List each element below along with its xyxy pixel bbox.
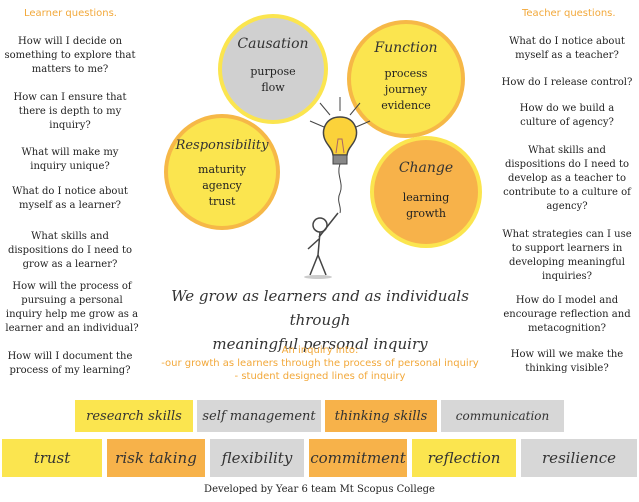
change-circle: Change learning growth	[370, 136, 482, 248]
tag-flexibility: flexibility	[210, 439, 304, 477]
function-line: process	[384, 67, 428, 80]
learner-question: What will make my inquiry unique?	[21, 147, 119, 172]
responsibility-circle: Responsibility maturity agency trust	[164, 114, 280, 230]
tag-communication: communication	[441, 400, 564, 432]
tag-reflection: reflection	[412, 439, 516, 477]
inquiry-line: -our growth as learners through the proc…	[161, 358, 479, 369]
teacher-questions-heading: Teacher questions.	[522, 8, 616, 19]
causation-title: Causation	[237, 36, 309, 52]
lightbulb-figure-illustration	[304, 97, 371, 279]
lightbulb-icon	[322, 116, 358, 156]
inquiry-line: An inquiry into:	[281, 345, 359, 356]
motto-line: meaningful personal inquiry	[212, 335, 428, 353]
responsibility-line: maturity	[198, 163, 246, 176]
tag-research-skills: research skills	[75, 400, 193, 432]
tag-risk-taking: risk taking	[107, 439, 205, 477]
responsibility-line: agency	[202, 179, 242, 192]
motto-line: We grow as learners and as individuals t…	[171, 287, 469, 329]
responsibility-title: Responsibility	[175, 138, 269, 153]
function-title: Function	[374, 40, 438, 56]
inquiry-statement: An inquiry into: -our growth as learners…	[140, 344, 500, 383]
causation-line: purpose	[250, 65, 296, 78]
teacher-question: How do we build a culture of agency?	[519, 103, 615, 128]
function-circle: Function process journey evidence	[347, 20, 465, 138]
learner-questions-heading: Learner questions.	[24, 8, 117, 19]
causation-line: flow	[261, 81, 285, 94]
learner-question: What skills and dispositions do I need t…	[7, 231, 133, 270]
teacher-question: What strategies can I use to support lea…	[502, 229, 632, 282]
tag-resilience: resilience	[521, 439, 637, 477]
teacher-question: How will we make the thinking visible?	[510, 349, 624, 374]
inquiry-line: - student designed lines of inquiry	[234, 371, 406, 382]
teacher-question: How do I model and encourage reflection …	[503, 295, 631, 334]
teacher-question: What do I notice about myself as a teach…	[509, 36, 625, 61]
learner-question: How can I ensure that there is depth to …	[13, 92, 127, 131]
learner-question: What do I notice about myself as a learn…	[12, 186, 128, 211]
motto: We grow as learners and as individuals t…	[140, 284, 500, 356]
learner-question: How will I document the process of my le…	[7, 351, 133, 376]
responsibility-line: trust	[208, 195, 236, 208]
function-line: evidence	[381, 99, 431, 112]
teacher-question: What skills and dispositions do I need t…	[503, 145, 631, 212]
tag-trust: trust	[2, 439, 102, 477]
teacher-question: How do I release control?	[501, 77, 633, 88]
footer-credit: Developed by Year 6 team Mt Scopus Colle…	[204, 484, 435, 495]
learner-question: How will the process of pursuing a perso…	[5, 281, 139, 334]
learner-question: How will I decide on something to explor…	[4, 36, 136, 75]
function-line: journey	[384, 83, 428, 96]
change-title: Change	[398, 160, 454, 176]
tag-self-management: self management	[197, 400, 321, 432]
causation-circle: Causation purpose flow	[218, 14, 328, 124]
change-line: learning	[402, 191, 450, 204]
tag-commitment: commitment	[309, 439, 407, 477]
tag-thinking-skills: thinking skills	[325, 400, 437, 432]
change-line: growth	[406, 207, 446, 220]
